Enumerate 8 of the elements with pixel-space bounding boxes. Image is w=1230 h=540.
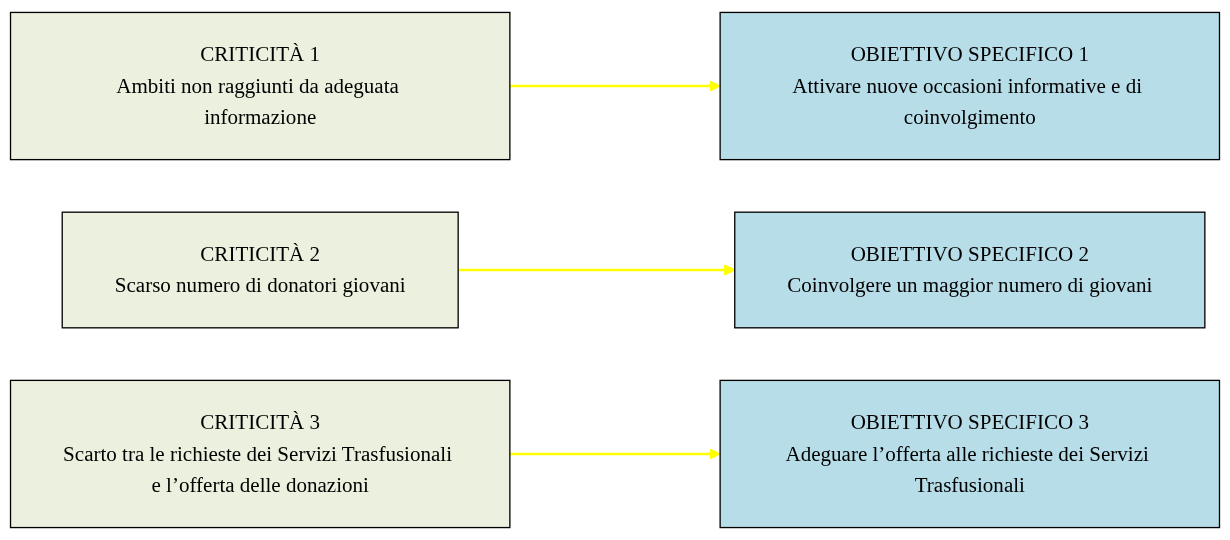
arrow: [509, 80, 721, 92]
node-box: CRITICITÀ 1 Ambiti non raggiunti da adeguata informazione: [9, 11, 511, 161]
arrow: [509, 448, 721, 460]
node-box: CRITICITÀ 3 Scarto tra le richieste dei Servizi Trasfusionali e l’offerta delle donazioni: [9, 379, 511, 529]
node-box: OBIETTIVO SPECIFICO 1 Attivare nuove occasioni informative e di coinvolgimento: [719, 11, 1221, 161]
node-box: CRITICITÀ 2 Scarso numero di donatori giovani: [61, 211, 459, 329]
node-box: OBIETTIVO SPECIFICO 3 Adeguare l’offerta alle richieste dei Servizi Trasfusionali: [719, 379, 1221, 529]
node-box: OBIETTIVO SPECIFICO 2 Coinvolgere un maggior numero di giovani: [734, 211, 1206, 329]
